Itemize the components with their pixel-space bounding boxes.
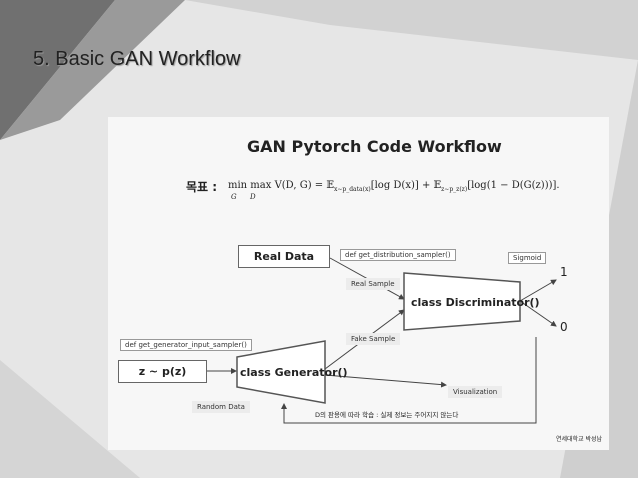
formula-e1: 𝔼 bbox=[326, 180, 334, 191]
fake-sample-tag: Fake Sample bbox=[346, 333, 401, 345]
formula-e2-sub: z∼p_z(z) bbox=[441, 186, 468, 193]
output-zero-arrow bbox=[519, 300, 557, 327]
formula-max-sub: D bbox=[250, 193, 256, 201]
discriminator-shape bbox=[403, 272, 521, 331]
visualization-arrow bbox=[324, 374, 447, 388]
z-input-box: z ~ p(z) bbox=[118, 360, 207, 383]
footer-credit: 연세대학교 박성남 bbox=[556, 436, 603, 443]
generator-shape bbox=[236, 340, 326, 404]
feedback-line bbox=[281, 337, 537, 424]
formula-e2: 𝔼 bbox=[433, 180, 442, 191]
slide-title: 5. Basic GAN Workflow bbox=[33, 48, 241, 70]
output-one: 1 bbox=[560, 265, 568, 279]
formula-e1-sub: x∼p_data(x) bbox=[333, 186, 371, 193]
distribution-sampler-tag: def get_distribution_sampler() bbox=[340, 249, 456, 261]
generator-input-sampler-tag: def get_generator_input_sampler() bbox=[120, 339, 252, 351]
real-data-box: Real Data bbox=[238, 245, 330, 268]
formula-term1: [log D(x)] + bbox=[370, 180, 434, 191]
formula-term2: [log(1 − D(G(z)))]. bbox=[467, 180, 560, 191]
formula-lhs: min max V(D, G) = bbox=[228, 180, 327, 191]
sigmoid-tag: Sigmoid bbox=[508, 252, 547, 264]
output-zero: 0 bbox=[560, 320, 568, 334]
goal-label: 목표 : bbox=[186, 180, 218, 194]
formula-min-sub: G bbox=[231, 193, 237, 201]
output-one-arrow bbox=[519, 279, 557, 302]
diagram-connectors bbox=[207, 257, 557, 424]
generator-label: class Generator() bbox=[240, 366, 348, 379]
discriminator-label: class Discriminator() bbox=[411, 296, 540, 309]
objective-formula: min max V(D, G) = 𝔼x∼p_data(x)[log D(x)]… bbox=[228, 180, 560, 201]
diagram-title: GAN Pytorch Code Workflow bbox=[247, 137, 502, 156]
random-data-tag: Random Data bbox=[192, 401, 250, 413]
real-sample-tag: Real Sample bbox=[346, 278, 400, 290]
diagram-panel: GAN Pytorch Code Workflow 목표 : min max V… bbox=[108, 117, 609, 450]
feedback-label: D의 판용에 따라 학습 : 실제 정보는 주어지지 않는다 bbox=[315, 411, 459, 419]
visualization-tag: Visualization bbox=[448, 386, 503, 398]
